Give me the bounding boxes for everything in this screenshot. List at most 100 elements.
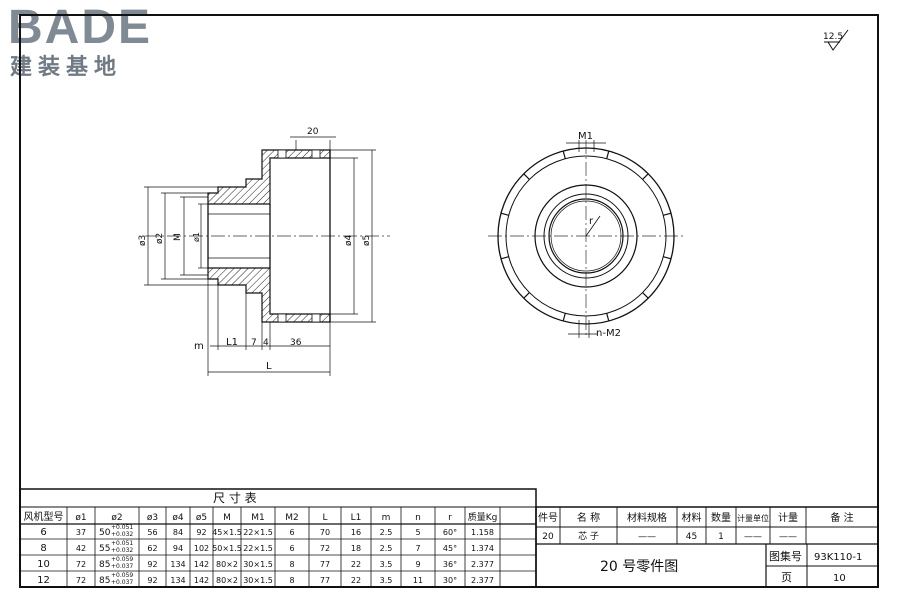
size-header-cell: M1 <box>251 513 265 523</box>
roughness-symbol: 12.5 <box>823 29 849 51</box>
size-cell: 30×1.5 <box>243 576 273 585</box>
size-cell: 72 <box>76 560 86 569</box>
size-header-cell: m <box>382 513 391 523</box>
size-header-cell: 风机型号 <box>24 510 64 523</box>
title-header-cell: 件号 <box>538 512 558 524</box>
size-cell: 12 <box>37 575 50 586</box>
size-header-cell: M2 <box>285 513 299 523</box>
size-cell: 2.5 <box>380 528 393 537</box>
size-cell-tol-lower: +0.037 <box>111 579 133 586</box>
size-cell: 22×1.5 <box>243 544 273 553</box>
size-cell: 30×1.5 <box>243 560 273 569</box>
size-cell: 62 <box>147 544 157 553</box>
size-cell: 5 <box>415 528 420 537</box>
size-cell: 142 <box>194 560 209 569</box>
size-header-cell: ø3 <box>147 513 158 523</box>
size-cell: 56 <box>147 528 157 537</box>
dim-phi1: ø1 <box>192 232 201 242</box>
size-cell-tol-upper: +0.051 <box>111 540 133 547</box>
rim-slot-mark <box>562 150 566 159</box>
rim-slot-mark <box>500 256 509 260</box>
size-cell: 7 <box>415 544 420 553</box>
title-header-cell: 计量 <box>778 511 798 524</box>
dim-7: 7 <box>251 338 257 348</box>
set-label: 图集号 <box>769 549 802 563</box>
size-cell-tol-upper: +0.059 <box>111 572 133 579</box>
size-cell: 92 <box>147 560 157 569</box>
logo-brand: BADE <box>8 1 153 54</box>
title-header-cell: 备 注 <box>830 511 853 524</box>
title-row-cell: —— <box>638 532 656 542</box>
set-value: 93K110-1 <box>814 552 862 563</box>
size-header-cell: ø5 <box>196 513 207 523</box>
end-view: r M1 n-M2 <box>488 131 684 339</box>
size-cell-tol-lower: +0.032 <box>111 547 133 554</box>
size-header-cell: ø2 <box>111 513 122 523</box>
size-header-cell: M <box>223 513 231 523</box>
size-cell: 9 <box>415 560 420 569</box>
dim-L1: L1 <box>226 337 238 348</box>
roughness-value: 12.5 <box>823 32 843 42</box>
size-cell: 85 <box>99 576 110 586</box>
rim-slot-mark <box>523 292 530 299</box>
size-cell: 2.377 <box>471 576 494 585</box>
size-cell: 6 <box>289 544 294 553</box>
size-header-cell: ø1 <box>75 513 86 523</box>
page-value: 10 <box>833 573 846 584</box>
size-cell-tol-lower: +0.032 <box>111 531 133 538</box>
size-cell: 18 <box>351 544 361 553</box>
dim-phi4: ø4 <box>344 234 354 246</box>
size-cell: 94 <box>173 544 183 553</box>
dim-L: L <box>266 361 272 372</box>
size-cell: 70 <box>320 528 330 537</box>
rim-slot-mark <box>663 212 672 216</box>
size-cell: 8 <box>289 576 294 585</box>
title-header-cell: 名 称 <box>577 511 600 524</box>
rim-slot-mark <box>606 150 610 159</box>
size-cell: 134 <box>170 560 185 569</box>
size-cell-tol-upper: +0.051 <box>111 524 133 531</box>
size-cell: 1.158 <box>471 528 494 537</box>
title-header-cell: 数量 <box>711 511 731 524</box>
size-cell: 142 <box>194 576 209 585</box>
drawing-title: 20 号零件图 <box>600 559 678 575</box>
dim-nM2: n-M2 <box>596 328 621 339</box>
dim-36: 36 <box>290 338 302 348</box>
sheet-border <box>19 14 879 588</box>
size-cell: 45×1.5 <box>212 528 242 537</box>
size-cell: 3.5 <box>380 560 393 569</box>
dim-r: r <box>589 216 594 227</box>
rim-slot-mark <box>642 173 649 180</box>
size-cell: 77 <box>320 560 330 569</box>
title-row-cell: 20 <box>542 532 554 542</box>
size-cell: 72 <box>76 576 86 585</box>
size-cell: 22×1.5 <box>243 528 273 537</box>
size-cell: 72 <box>320 544 330 553</box>
size-cell: 36° <box>443 560 457 569</box>
size-cell: 6 <box>40 527 46 538</box>
size-cell: 16 <box>351 528 361 537</box>
dim-m: m <box>194 341 204 352</box>
rim-slot-mark <box>606 313 610 322</box>
rim-slot-mark <box>523 173 530 180</box>
dim-phi5: ø5 <box>362 235 372 246</box>
logo: BADE 建装基地 <box>8 4 178 82</box>
size-cell: 2.5 <box>380 544 393 553</box>
dim-phi2: ø2 <box>155 233 165 244</box>
size-header-cell: L1 <box>351 513 362 523</box>
title-row-cell: —— <box>744 532 762 542</box>
size-table-title: 尺 寸 表 <box>213 491 257 505</box>
size-cell: 60° <box>443 528 457 537</box>
size-cell: 37 <box>76 528 86 537</box>
size-cell: 80×2 <box>216 576 238 585</box>
title-row-cell: 芯 子 <box>578 530 599 542</box>
title-row-cell: —— <box>779 532 797 542</box>
section-view: ø3 ø2 M ø1 ø4 ø5 20 <box>138 127 390 376</box>
size-cell: 1.374 <box>471 544 494 553</box>
size-cell: 22 <box>351 560 361 569</box>
size-header-cell: n <box>415 513 421 523</box>
rim-slot-mark <box>562 313 566 322</box>
logo-subtitle: 建装基地 <box>10 55 123 80</box>
